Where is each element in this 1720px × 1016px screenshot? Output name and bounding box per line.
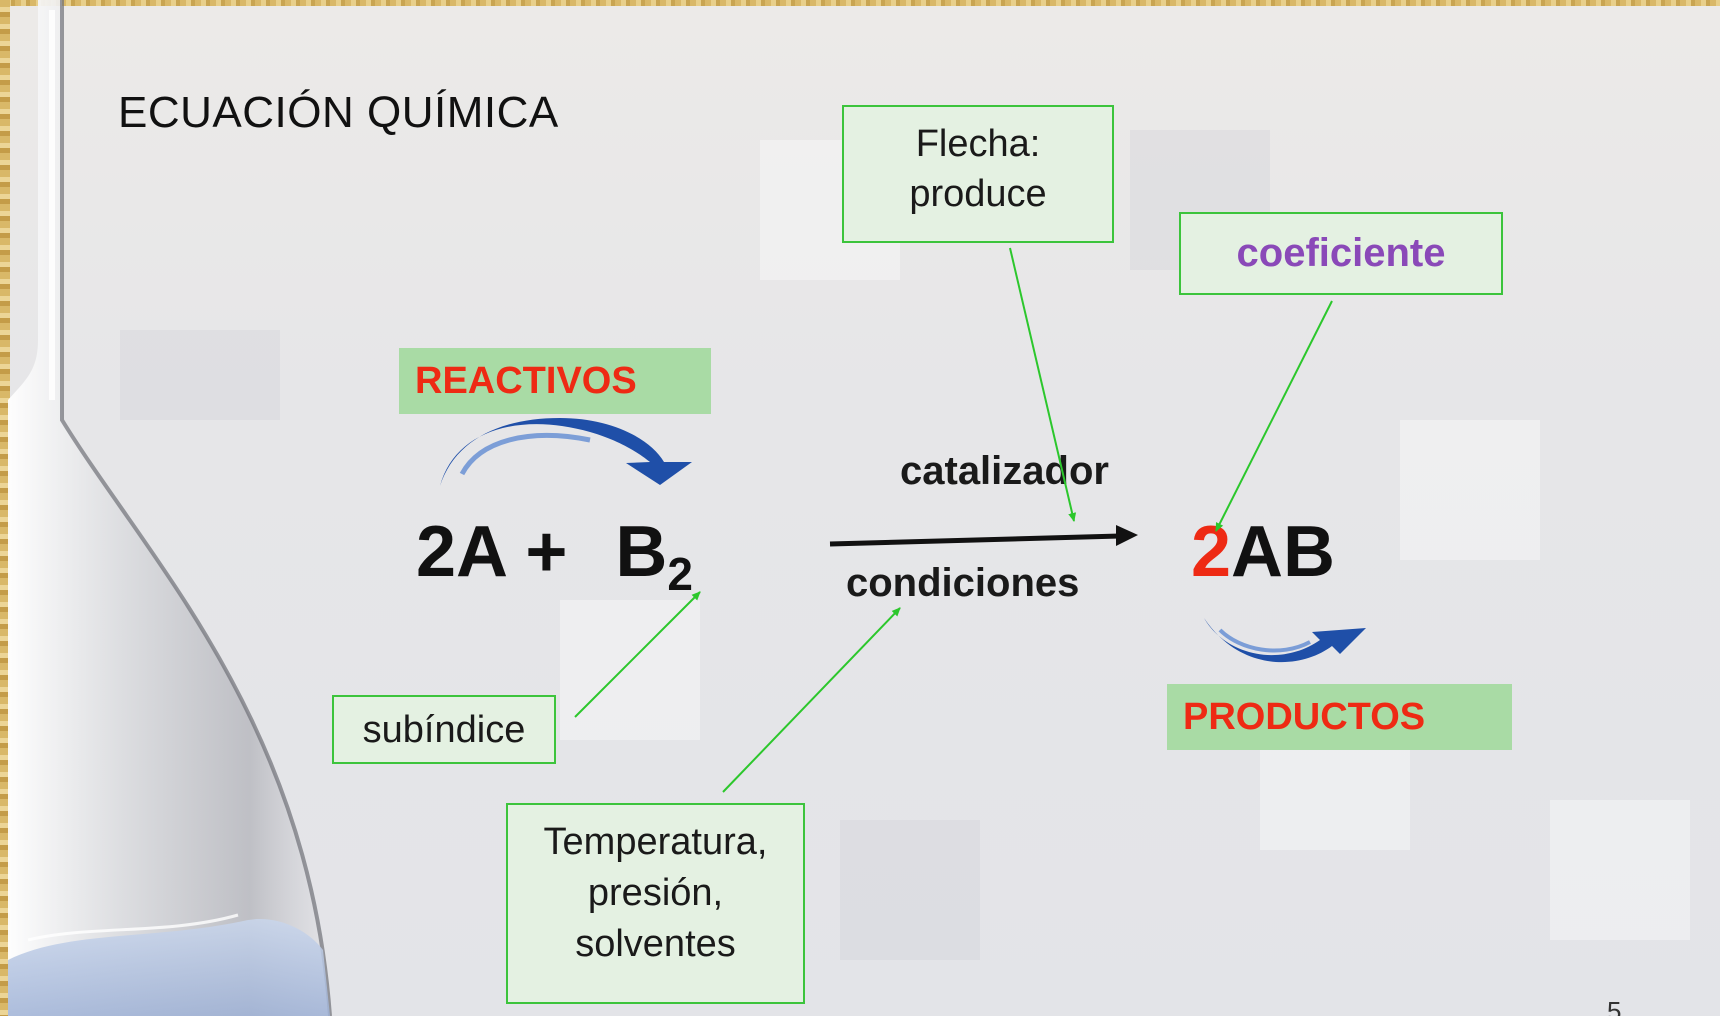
catalyst-label: catalizador [900,449,1109,493]
reactants-curved-arrow-icon [440,418,692,486]
reactant-two-base: B [615,512,668,592]
bg-tile [120,330,280,420]
conditions-callout-line1: Temperatura, [543,821,768,863]
arrow-callout-box: Flecha: produce [842,105,1114,243]
coefficient-pointer-line [1215,300,1333,532]
conditions-callout-box: Temperatura, presión, solventes [506,803,805,1004]
frame-top-border [0,0,1720,6]
product-formula: 2AB [1191,508,1335,596]
arrow-callout-line1: Flecha: [915,123,1041,165]
slide-title: ECUACIÓN QUÍMICA [118,88,559,137]
bg-tile [1550,800,1690,940]
subscript-callout-label: subíndice [362,709,526,751]
products-curved-arrow-icon [1204,618,1366,663]
conditions-callout-line2: presión, [587,872,724,914]
reactant-one: 2A + [416,512,568,592]
conditions-label: condiciones [846,561,1080,605]
subscript-callout-box: subíndice [332,695,556,764]
coefficient-callout-box: coeficiente [1179,212,1503,295]
coefficient-callout-label: coeficiente [1236,231,1446,275]
flask-illustration [8,0,332,1016]
page-number: 5 [1607,996,1622,1016]
products-tag: PRODUCTOS [1167,684,1512,750]
product-compound: AB [1231,512,1336,592]
frame-left-border [0,0,10,1016]
bg-tile [560,600,700,740]
reaction-arrow [829,525,1138,547]
reactant-two-subscript: 2 [667,548,694,600]
reactants-formula: 2A + B2 [416,508,693,597]
conditions-pointer-line [722,607,901,793]
bg-tile [840,820,980,960]
arrow-callout-line2: produce [909,173,1047,215]
reactants-tag: REACTIVOS [399,348,711,414]
product-coefficient: 2 [1191,512,1232,592]
conditions-callout-line3: solventes [575,923,736,965]
bg-tile [1400,420,1540,560]
